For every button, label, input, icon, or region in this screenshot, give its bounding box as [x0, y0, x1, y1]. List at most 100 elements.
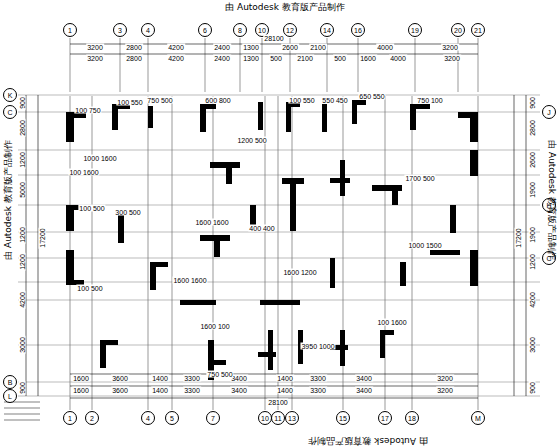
dimension-text: 500 — [269, 55, 283, 62]
dimension-text: 750 500 — [146, 97, 173, 104]
axis-bubble: 4 — [141, 23, 155, 37]
axis-number: 4 — [146, 27, 150, 34]
dimension-text: 17200 — [515, 227, 522, 248]
axis-bubble: 1 — [63, 23, 77, 37]
axis-bubble: 5 — [165, 411, 179, 425]
axis-number: 5 — [170, 415, 174, 422]
dimension-text: 2100 — [309, 44, 327, 51]
axis-number: 1 — [68, 27, 72, 34]
axis-number: 8 — [238, 27, 242, 34]
dimension-text: 2400 — [213, 44, 231, 51]
watermark: 由 Autodesk 教育版产品制作 — [547, 140, 556, 260]
axis-bubble: 16 — [351, 23, 365, 37]
dimension-text: 4200 — [529, 291, 536, 309]
axis-bubble: J — [542, 105, 556, 119]
watermark: 由 Autodesk 教育版产品制作 — [4, 140, 13, 260]
dimension-text: 900 — [529, 96, 536, 110]
dimension-text: 900 — [529, 381, 536, 395]
dimension-text: 3300 — [309, 387, 327, 394]
dimension-text: 2800 — [125, 55, 143, 62]
dimension-text: 1200 — [19, 226, 26, 244]
axis-number: 16 — [354, 27, 362, 34]
axis-number: 7 — [211, 415, 215, 422]
axis-number: 13 — [288, 415, 296, 422]
axis-bubble: 4 — [141, 411, 155, 425]
dimension-text: 1600 1600 — [194, 219, 229, 226]
dimension-text: 3200 — [443, 55, 461, 62]
axis-bubble: 1 — [63, 411, 77, 425]
dimension-text: 2600 — [281, 44, 299, 51]
axis-number: 3 — [118, 27, 122, 34]
dimension-text: 1200 — [19, 151, 26, 169]
axis-number: 14 — [323, 27, 331, 34]
axis-number: 4 — [146, 415, 150, 422]
dimension-text: 1000 1600 — [82, 155, 117, 162]
dimension-text: 1400 — [151, 387, 169, 394]
dimension-text: 900 — [19, 96, 26, 110]
dimension-text: 1600 — [359, 55, 377, 62]
axis-number: 12 — [286, 27, 294, 34]
axis-bubble: M — [471, 411, 485, 425]
dimension-text: 100 500 — [78, 205, 105, 212]
dimension-text: 3400 — [230, 387, 248, 394]
dimension-text: 100 500 — [76, 285, 103, 292]
dimension-text: 550 450 — [321, 97, 348, 104]
axis-bubble: 15 — [336, 411, 350, 425]
axis-bubble: 2 — [85, 411, 99, 425]
axis-number: 21 — [474, 27, 482, 34]
dimension-text: 3600 — [111, 387, 129, 394]
axis-number: 19 — [411, 27, 419, 34]
dimension-text: 5000 — [19, 181, 26, 199]
dimension-text: 2400 — [213, 55, 231, 62]
dimension-text: 400 400 — [248, 225, 275, 232]
axis-number: 17 — [381, 415, 389, 422]
axis-bubble: 11 — [271, 411, 285, 425]
axis-bubble: 7 — [206, 411, 220, 425]
dimension-text: 3200 — [86, 55, 104, 62]
dimension-text: 650 550 — [358, 93, 385, 100]
dimension-text: 3000 — [19, 336, 26, 354]
dimension-text: 300 500 — [114, 209, 141, 216]
dimension-text: 4200 — [19, 291, 26, 309]
dimension-text: 900 — [19, 381, 26, 395]
axis-bubble: C — [3, 105, 17, 119]
dimension-text: 2600 — [529, 151, 536, 169]
dimension-text: 3300 — [309, 375, 327, 382]
axis-bubble: 12 — [283, 23, 297, 37]
dimension-text: 100 750 — [74, 107, 101, 114]
dimension-text: 1600 1600 — [172, 277, 207, 284]
dimension-text: 4000 — [389, 55, 407, 62]
dimension-text: 100 1600 — [68, 169, 99, 176]
axis-bubble: 6 — [198, 23, 212, 37]
axis-bubble: B — [3, 375, 17, 389]
dimension-text: 1300 — [242, 44, 260, 51]
dimension-text: 28100 — [267, 399, 288, 406]
dimension-text: 3200 — [436, 387, 454, 394]
dimension-text: 3950 1000 — [300, 343, 335, 350]
axis-number: 10 — [261, 415, 269, 422]
dimension-text: 1400 — [151, 375, 169, 382]
axis-number: 2 — [90, 415, 94, 422]
axis-bubble: L — [3, 389, 17, 403]
dimension-text: 750 500 — [206, 371, 233, 378]
axis-number: 15 — [339, 415, 347, 422]
dimension-text: 1700 500 — [404, 175, 435, 182]
dimension-text: 17200 — [39, 227, 46, 248]
dimension-text: 28100 — [263, 35, 284, 42]
axis-bubble: 8 — [233, 23, 247, 37]
dimension-text: 1200 — [19, 253, 26, 271]
dimension-text: 3300 — [183, 375, 201, 382]
dimension-text: 4000 — [376, 44, 394, 51]
dimension-text: 2100 — [296, 55, 314, 62]
dimension-text: 750 100 — [416, 97, 443, 104]
dimension-text: 3300 — [183, 387, 201, 394]
dimension-text: 1000 1500 — [407, 242, 442, 249]
dimension-text: 1600 1200 — [282, 269, 317, 276]
dimension-text: 1900 — [529, 181, 536, 199]
axis-number: 1 — [68, 415, 72, 422]
dimension-text: 1300 — [242, 55, 260, 62]
dimension-text: 2800 — [125, 44, 143, 51]
dimension-text: 3000 — [529, 336, 536, 354]
dimension-text: 3600 — [111, 375, 129, 382]
dimension-text: 4200 — [167, 44, 185, 51]
